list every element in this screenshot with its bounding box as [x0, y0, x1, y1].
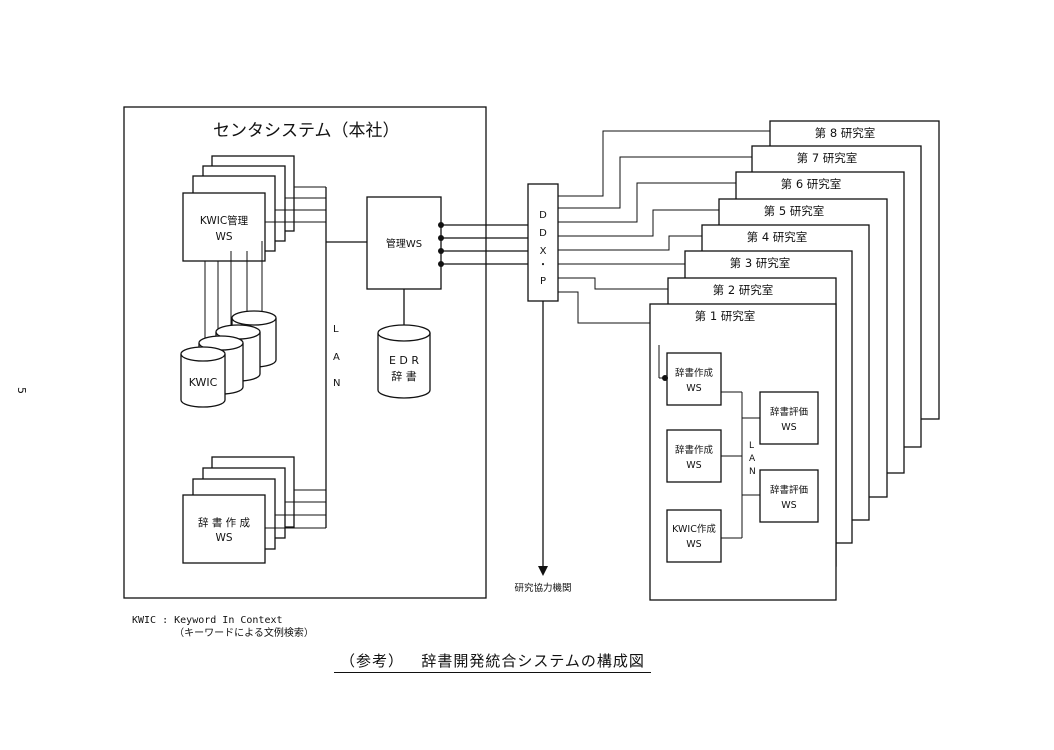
kwic-ws-lan-links: [265, 186, 326, 223]
kwic-mgmt-ws-stack: [182, 155, 295, 262]
lab1-ws2-label-1: 辞書作成: [675, 444, 714, 456]
ddxp-label-1: D: [539, 210, 547, 221]
dict-create-ws-label-1: 辞 書 作 成: [198, 516, 251, 529]
ddxp-lab-links: [558, 130, 770, 324]
edr-dict-label-2: 辞 書: [391, 369, 417, 383]
kwic-database-label: KWIC: [189, 376, 218, 389]
research-org-label: 研究協力機関: [514, 582, 571, 594]
lab1-eval2-label-1: 辞書評価: [770, 484, 809, 496]
mgmt-ws-label: 管理WS: [386, 237, 422, 250]
lab1-eval1-label-2: WS: [781, 422, 796, 433]
center-system-box: [123, 106, 487, 599]
lab1-ws3-label-2: WS: [686, 539, 701, 550]
lab-1-title: 第 1 研究室: [695, 309, 756, 323]
dict-create-ws-label-2: WS: [215, 532, 232, 544]
center-lan-label-n: N: [333, 378, 340, 389]
lab1-ws1-label-2: WS: [686, 383, 701, 394]
arrow-head-icon: [538, 566, 548, 576]
caption-title: 辞書開発統合システムの構成図: [421, 652, 645, 670]
caption-prefix: （参考）: [340, 652, 405, 670]
kwic-footnote: KWIC : Keyword In Context （キーワードによる文例検索）: [132, 614, 314, 640]
lab1-ws3-label-1: KWIC作成: [672, 523, 716, 535]
kwic-database-stack: [180, 310, 277, 408]
figure-caption: （参考） 辞書開発統合システムの構成図: [334, 650, 651, 673]
lab1-eval2-label-2: WS: [781, 500, 796, 511]
ddxp-label-2: D: [539, 228, 547, 239]
lab-2-title: 第 2 研究室: [713, 283, 774, 297]
ddxp-label-5: P: [540, 276, 546, 287]
ddxp-label-3: X: [540, 246, 547, 257]
lab-8-title: 第 8 研究室: [815, 126, 876, 140]
ddxp-label-4: ・: [538, 260, 548, 271]
lab1-lan-label-a: A: [749, 454, 756, 464]
center-lan-label-l: L: [333, 324, 339, 335]
page-number: 5: [15, 387, 28, 394]
edr-dict-label-1: E D R: [389, 354, 419, 367]
lab1-internals: [658, 345, 819, 563]
center-lan-label-a: A: [333, 352, 340, 363]
lab-6-title: 第 6 研究室: [781, 177, 842, 191]
lab1-ws2-label-2: WS: [686, 460, 701, 471]
lab-4-title: 第 4 研究室: [747, 230, 808, 244]
kwic-mgmt-ws-label-2: WS: [215, 231, 232, 243]
kwic-footnote-line-1: KWIC : Keyword In Context: [132, 615, 283, 626]
lab-7-title: 第 7 研究室: [797, 151, 858, 165]
lab1-lan-label-l: L: [749, 441, 754, 451]
lab1-ws1-label-1: 辞書作成: [675, 367, 714, 379]
center-system-title: センタシステム（本社）: [213, 121, 400, 141]
lab1-eval1-label-1: 辞書評価: [770, 406, 809, 418]
ddxp-box: [527, 183, 559, 302]
kwic-mgmt-ws-label-1: KWIC管理: [200, 214, 249, 227]
lab-5-title: 第 5 研究室: [764, 204, 825, 218]
lab1-lan-label-n: N: [749, 467, 756, 477]
mgmt-ddxp-links: [438, 222, 528, 267]
lab-3-title: 第 3 研究室: [730, 256, 791, 270]
dict-ws-lan-links: [265, 489, 326, 529]
edr-dictionary-db: [377, 324, 431, 399]
kwic-footnote-line-2: （キーワードによる文例検索）: [132, 628, 314, 639]
